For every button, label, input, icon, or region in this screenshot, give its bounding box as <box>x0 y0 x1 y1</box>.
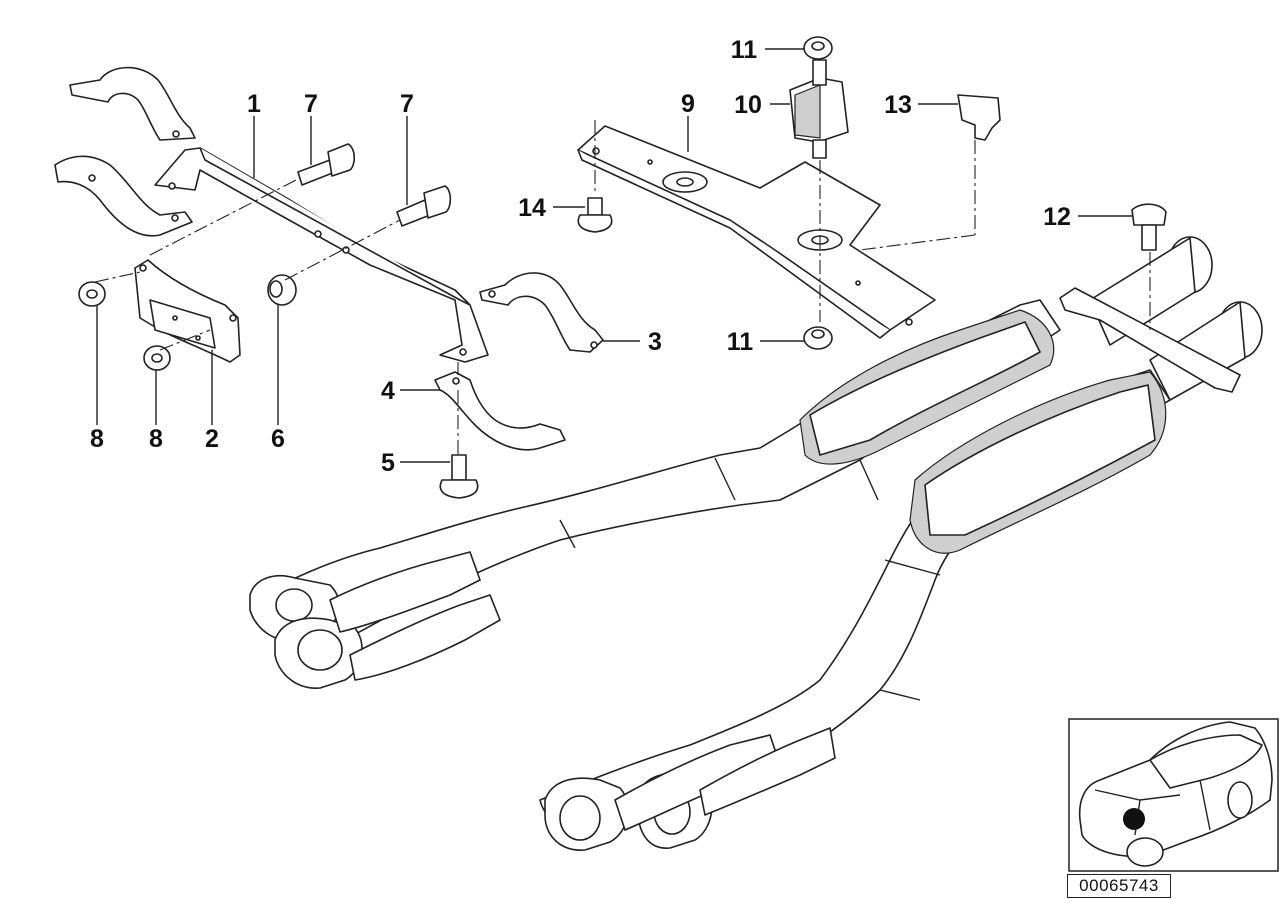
clip-13 <box>957 94 1001 141</box>
bolt-14 <box>577 197 613 233</box>
clamp-3 <box>479 272 604 353</box>
callout-7-b: 7 <box>400 90 414 118</box>
diagram-reference-number: 00065743 <box>1067 874 1171 898</box>
clamp-left <box>54 155 193 237</box>
vehicle-locator-inset <box>1068 718 1279 872</box>
callout-14: 14 <box>518 194 546 222</box>
callout-10: 10 <box>734 91 762 119</box>
clamp-4 <box>434 371 566 451</box>
callout-5: 5 <box>381 449 395 477</box>
callout-8-b: 8 <box>149 425 163 453</box>
bolt-12 <box>1131 203 1167 251</box>
nut-8-b-hole <box>151 353 163 363</box>
rubber-mount-10 <box>789 59 849 159</box>
clamp-upper-left <box>69 66 196 141</box>
callout-numbers: 1 7 7 8 8 2 6 3 4 5 14 9 10 11 11 13 12 <box>90 36 1071 477</box>
callout-2: 2 <box>205 425 219 453</box>
bushing-6-hole <box>269 280 283 298</box>
callout-1: 1 <box>247 90 261 118</box>
location-marker-dot <box>1123 808 1145 830</box>
nut-11-top-hole <box>811 41 825 51</box>
bolt-7-a <box>297 143 356 186</box>
plate-2 <box>134 259 241 363</box>
bolt-5 <box>439 454 479 499</box>
bolt-7-b <box>396 185 452 227</box>
callout-6: 6 <box>271 425 285 453</box>
callout-4: 4 <box>381 377 395 405</box>
callout-3: 3 <box>648 328 662 356</box>
callout-11-bottom: 11 <box>727 328 754 356</box>
callout-8-a: 8 <box>90 425 104 453</box>
callout-11-top: 11 <box>731 36 758 64</box>
callout-12: 12 <box>1043 203 1071 231</box>
callout-7-a: 7 <box>304 90 318 118</box>
leader-lines <box>94 48 1151 463</box>
callout-13: 13 <box>884 91 912 119</box>
nut-11-bottom-hole <box>811 329 825 339</box>
callout-9: 9 <box>681 90 695 118</box>
exhaust-system-drawing <box>249 236 1263 851</box>
crossmember-bracket-1 <box>154 147 489 363</box>
nut-8-a-hole <box>86 289 98 299</box>
cross-brace-9 <box>577 125 936 339</box>
